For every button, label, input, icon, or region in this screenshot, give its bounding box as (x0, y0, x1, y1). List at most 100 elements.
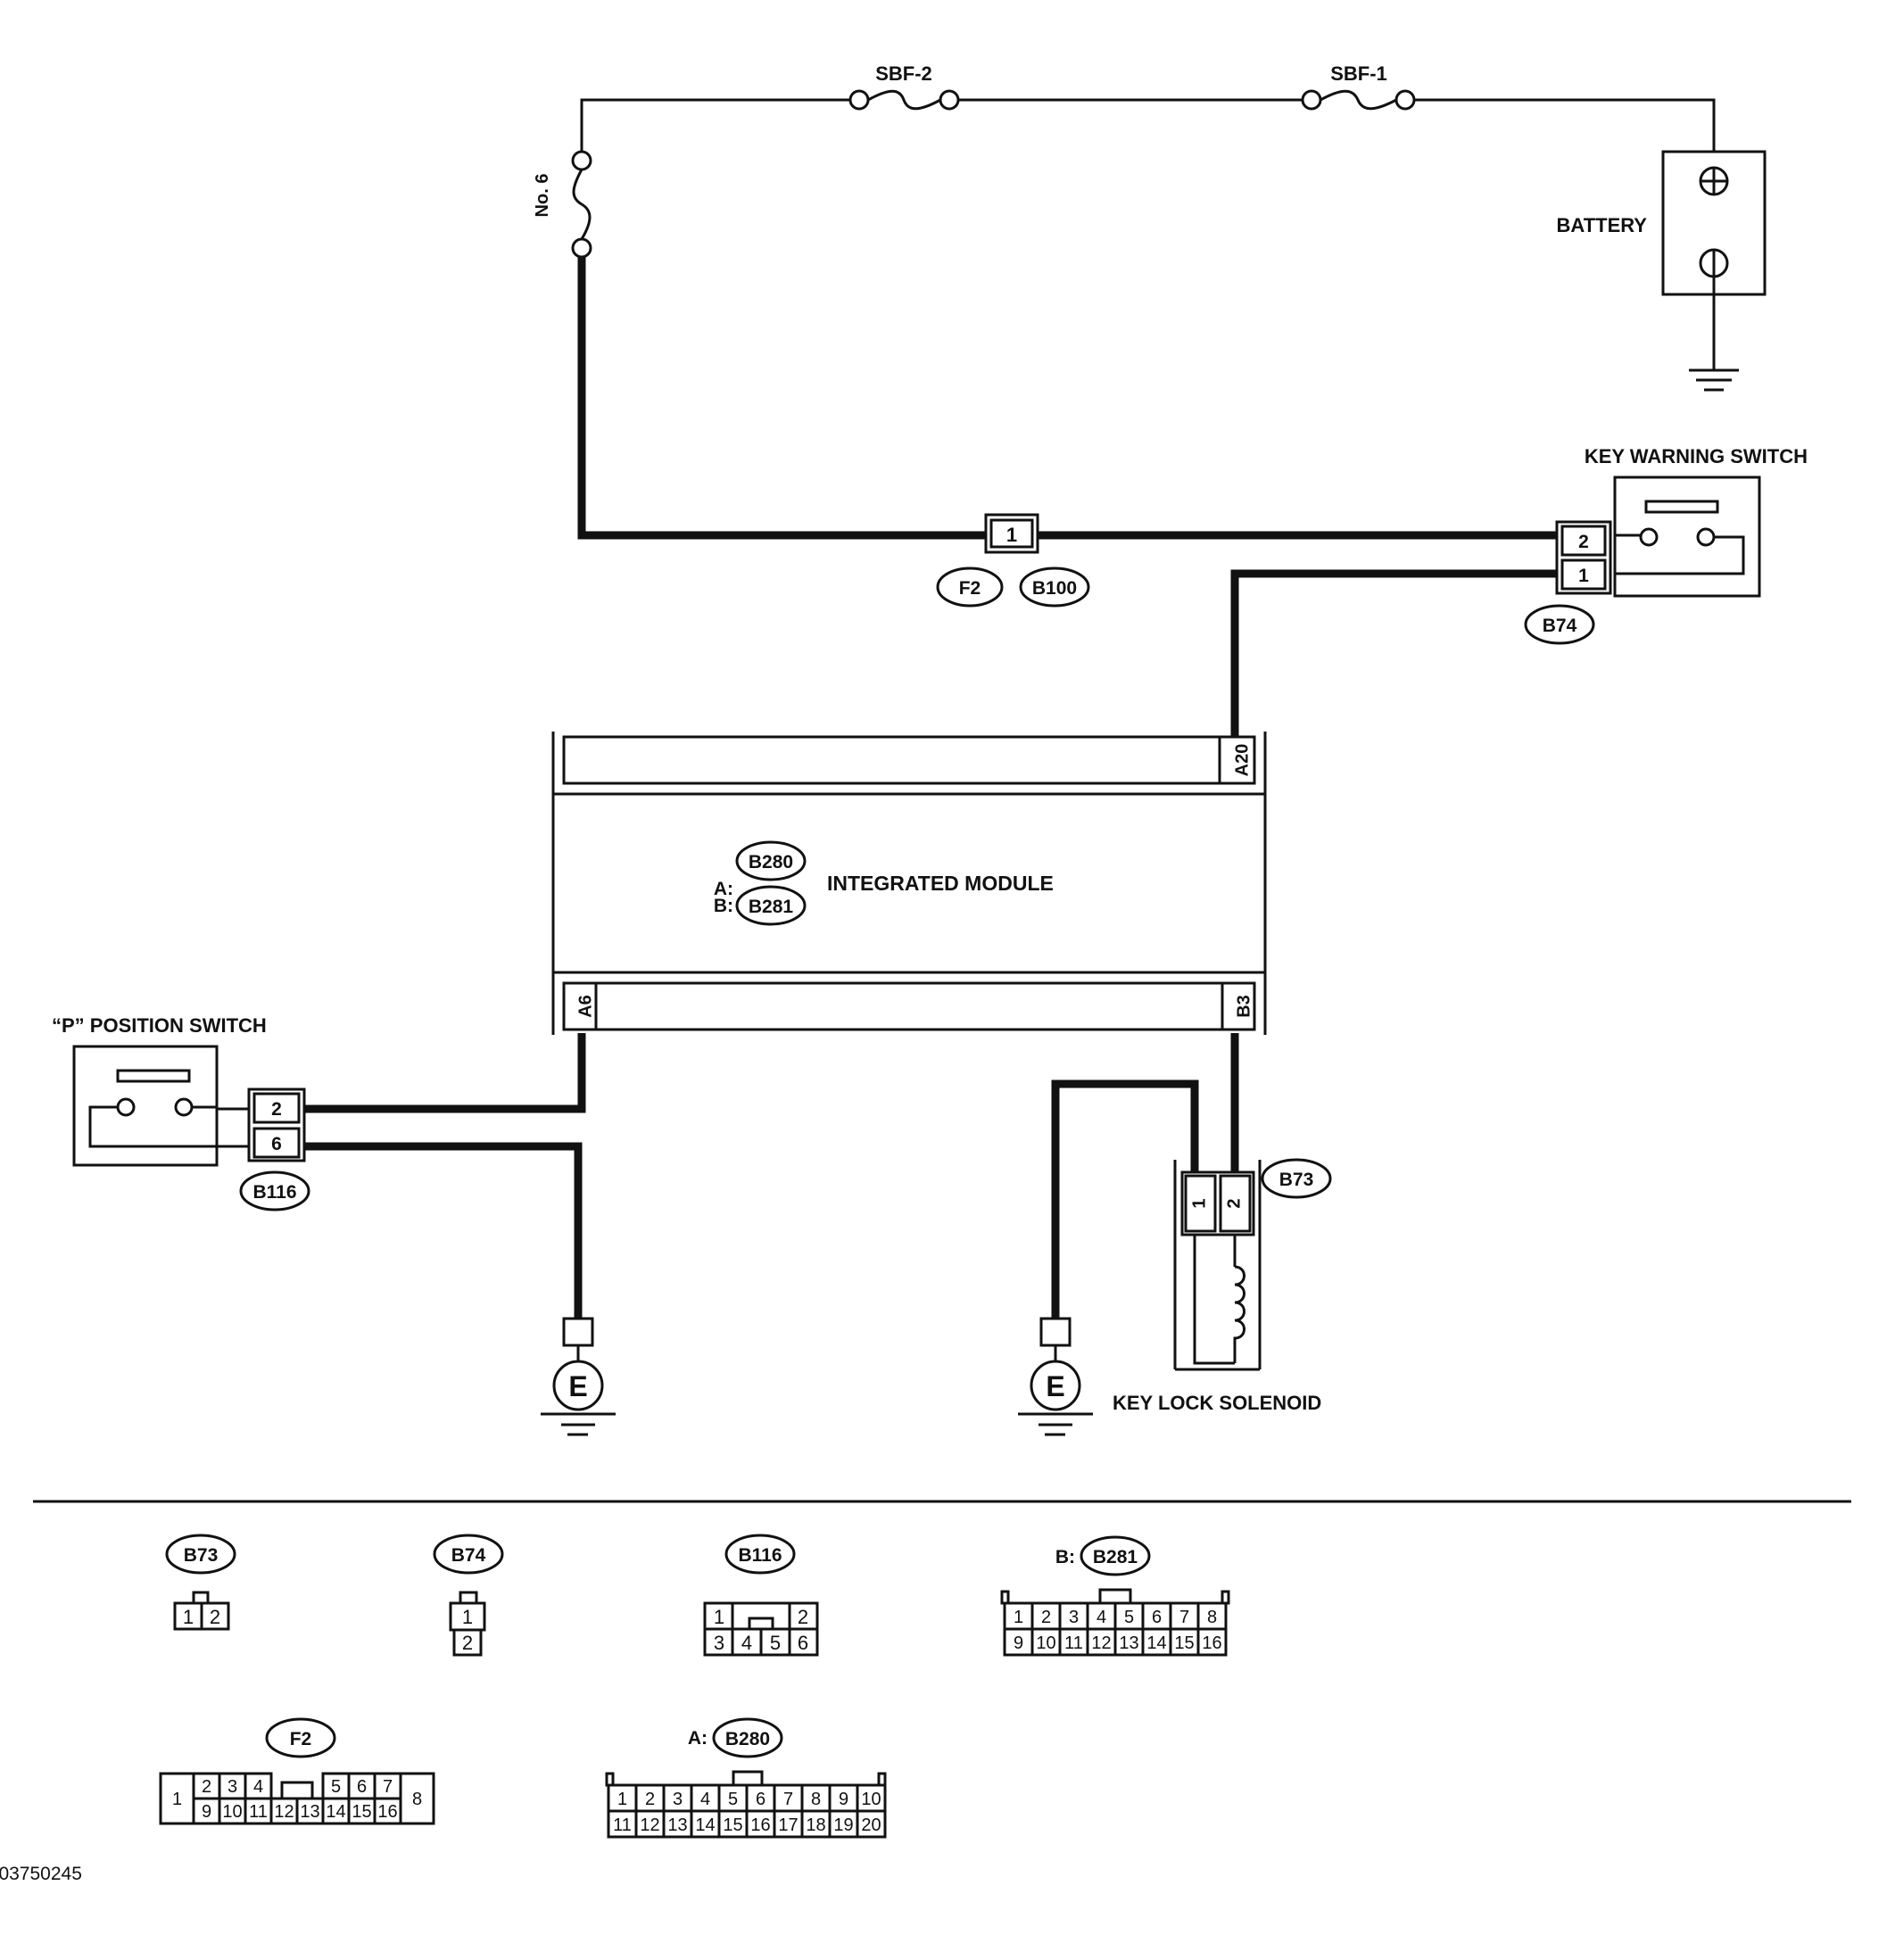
legend-b280-pin-10: 10 (861, 1790, 881, 1809)
legend-b280-cell (690, 1783, 721, 1813)
battery-label: BATTERY (1557, 214, 1648, 236)
legend-b281-pin-7: 7 (1179, 1608, 1189, 1627)
legend-b280-pin-18: 18 (806, 1815, 825, 1835)
b116-badge: B116 (252, 1182, 296, 1203)
legend-b281-cell (1003, 1627, 1034, 1657)
legend-b74-pin-1: 1 (462, 1606, 473, 1628)
legend-f2-pin-11: 11 (249, 1802, 268, 1822)
legend-b116-pin-1: 1 (714, 1606, 724, 1628)
b281-badge: B281 (749, 897, 794, 917)
legend-f2-key-tab (280, 1781, 314, 1800)
key-lock-solenoid: 1 2 B73 KEY LOCK SOLENOID (1113, 1158, 1332, 1414)
legend-b280-pin-2: 2 (645, 1790, 655, 1809)
legend-prefix-b: B: (1055, 1547, 1075, 1567)
b116-pin-top: 2 (271, 1099, 282, 1120)
legend-b281-cell (1086, 1627, 1117, 1657)
legend-b280-pin-1: 1 (617, 1790, 627, 1809)
legend-f2-cell (159, 1772, 195, 1825)
legend-b280-pin-5: 5 (728, 1790, 738, 1809)
legend-b280-pin-17: 17 (778, 1815, 798, 1835)
legend-f2-pin-2: 2 (202, 1777, 211, 1797)
fuse-sbf-1-label: SBF-1 (1330, 62, 1387, 85)
b73-badge: B73 (1279, 1170, 1314, 1190)
key-lock-solenoid-label: KEY LOCK SOLENOID (1113, 1392, 1321, 1414)
legend-f2-cell (218, 1797, 247, 1825)
legend-b74: B74 1 2 (433, 1534, 504, 1657)
legend-b281-pin-5: 5 (1124, 1608, 1134, 1627)
fuse-no-6: No. 6 (533, 150, 592, 259)
legend-prefix-a: A: (688, 1728, 708, 1749)
legend-b74-badge: B74 (451, 1545, 486, 1566)
key-warning-switch: 2 1 B74 KEY WARNING SWITCH (1524, 445, 1808, 645)
legend-f2-pin-8: 8 (412, 1790, 422, 1809)
legend-b280-pin-19: 19 (833, 1815, 853, 1835)
legend-f2-cell (192, 1797, 221, 1825)
legend-f2-pin-15: 15 (352, 1802, 371, 1822)
legend-b116-pin-4: 4 (741, 1632, 752, 1654)
module-prefix-b: B: (714, 896, 733, 916)
legend-b281-pin-4: 4 (1096, 1608, 1106, 1627)
legend-b281-cell (1058, 1627, 1089, 1657)
legend-b73: B73 1 2 (165, 1534, 236, 1631)
legend-b281-pin-6: 6 (1152, 1608, 1162, 1627)
legend-f2-pin-12: 12 (274, 1802, 294, 1822)
legend-f2-badge: F2 (290, 1729, 312, 1749)
legend-f2-cell (321, 1797, 351, 1825)
legend-f2-cell (399, 1772, 435, 1825)
integrated-module-label: INTEGRATED MODULE (827, 872, 1054, 895)
b116-pin-bottom: 6 (271, 1134, 282, 1154)
legend-f2-pin-3: 3 (228, 1777, 237, 1797)
connector-legend: B73 1 2 B74 1 2 B116 1 (159, 1534, 1230, 1839)
legend-f2-pin-9: 9 (202, 1802, 211, 1822)
legend-b280-cell (717, 1809, 749, 1839)
legend-b116-pin-6: 6 (798, 1632, 808, 1654)
integrated-module: A20 A6 B3 A: B280 B: B281 INTEGRATED MOD… (551, 732, 1267, 1035)
legend-b281-pin-3: 3 (1069, 1608, 1079, 1627)
legend-b280-pin-7: 7 (783, 1790, 793, 1809)
main-harness-wiring (577, 257, 1557, 749)
legend-f2-pin-1: 1 (172, 1790, 182, 1809)
fuse-sbf-1: SBF-1 (1301, 62, 1416, 111)
b73-pin-right: 2 (1224, 1198, 1244, 1208)
legend-f2-pin-4: 4 (253, 1777, 263, 1797)
legend-b116-pin-3: 3 (714, 1632, 724, 1654)
legend-b281-pin-11: 11 (1064, 1633, 1083, 1653)
legend-b116-pin-2: 2 (798, 1606, 808, 1628)
ground-e-right: E (1018, 1317, 1093, 1436)
ground-right-label: E (1046, 1370, 1064, 1402)
legend-b73-pin-2: 2 (210, 1606, 220, 1628)
legend-b280-pin-12: 12 (640, 1815, 659, 1835)
ground-left-label: E (568, 1370, 587, 1402)
legend-b280-pin-11: 11 (613, 1815, 632, 1835)
b100-badge: B100 (1032, 578, 1077, 599)
legend-b281-pin-2: 2 (1041, 1608, 1051, 1627)
b280-badge: B280 (749, 852, 793, 872)
f2-b100-pin: 1 (1006, 524, 1017, 546)
fuse-sbf-2-label: SBF-2 (875, 62, 932, 85)
fuse-no-6-label: No. 6 (533, 174, 552, 218)
legend-b280-pin-16: 16 (750, 1815, 770, 1835)
legend-b116-badge: B116 (738, 1545, 782, 1566)
power-feed-wiring (580, 98, 1716, 159)
b73-pin-left: 1 (1189, 1198, 1209, 1208)
legend-b281-pin-12: 12 (1091, 1633, 1111, 1653)
lower-harness-wiring (294, 1033, 1239, 1325)
fuse-sbf-2: SBF-2 (848, 62, 960, 111)
b74-pin-bottom: 1 (1578, 566, 1589, 586)
legend-f2-pin-14: 14 (326, 1802, 345, 1822)
battery: BATTERY (1557, 150, 1767, 392)
legend-b281-pin-15: 15 (1174, 1633, 1194, 1653)
legend-f2-pin-6: 6 (357, 1777, 367, 1797)
legend-b280-pin-20: 20 (861, 1815, 881, 1835)
legend-b281-pin-8: 8 (1207, 1608, 1217, 1627)
legend-b280-pin-4: 4 (700, 1790, 710, 1809)
legend-b280-cell (773, 1809, 804, 1839)
legend-b74-pin-2: 2 (462, 1632, 473, 1654)
legend-b280-pin-6: 6 (756, 1790, 765, 1809)
